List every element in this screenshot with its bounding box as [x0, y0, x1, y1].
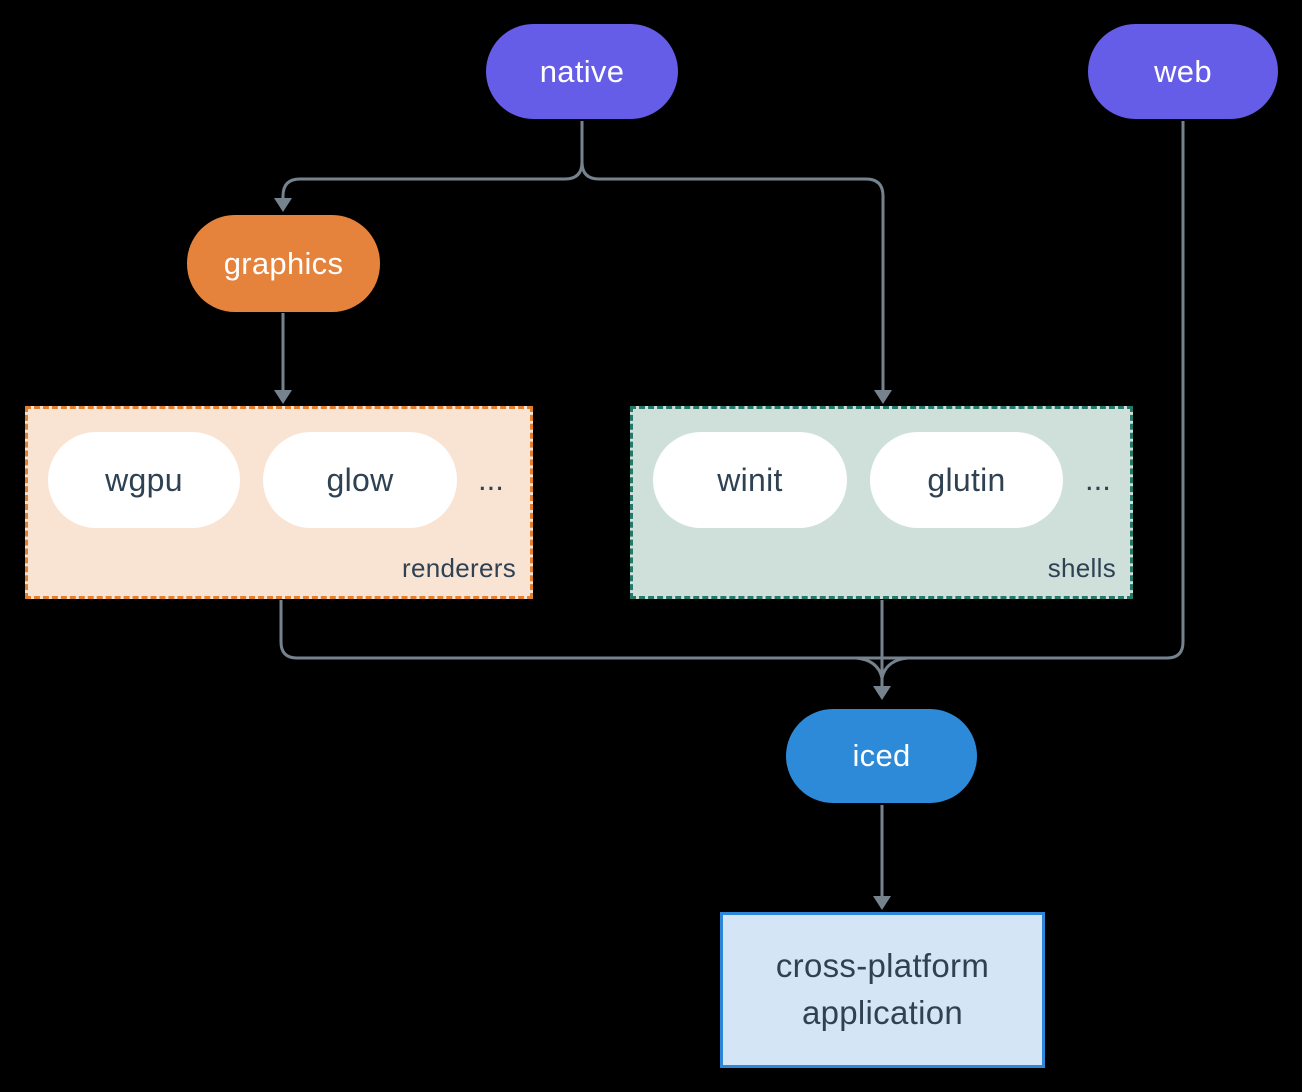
- node-winit: winit: [653, 432, 847, 528]
- edge-native-to-shells: [580, 121, 885, 391]
- connector-lines: [279, 121, 1185, 897]
- group-shells: winit glutin ... shells: [630, 406, 1133, 599]
- node-graphics-label: graphics: [223, 245, 344, 281]
- node-cross-platform-application: cross-platform application: [720, 912, 1045, 1068]
- arrowhead-into-renderers: [274, 390, 292, 404]
- node-native-label: native: [539, 53, 625, 89]
- node-glutin: glutin: [870, 432, 1063, 528]
- shells-group-label: shells: [1047, 553, 1116, 583]
- node-native: native: [486, 24, 678, 119]
- node-glow-label: glow: [326, 461, 394, 498]
- node-wgpu: wgpu: [48, 432, 240, 528]
- node-app-label: cross-platform application: [775, 947, 990, 1031]
- arrowhead-into-graphics: [274, 198, 292, 212]
- edge-bottom-rail-renderers-web: [279, 121, 1185, 660]
- edge-native-to-graphics: [281, 121, 584, 199]
- node-graphics: graphics: [187, 215, 380, 312]
- arrowhead-into-iced: [873, 686, 891, 700]
- node-winit-label: winit: [717, 461, 783, 498]
- node-web-label: web: [1154, 53, 1212, 89]
- renderers-ellipsis: ...: [478, 462, 504, 497]
- shells-ellipsis: ...: [1085, 462, 1111, 497]
- edge-merge-fillet-left: [855, 656, 884, 679]
- node-wgpu-label: wgpu: [105, 461, 183, 498]
- node-iced: iced: [786, 709, 977, 803]
- arrowhead-into-shells: [874, 390, 892, 404]
- renderers-group-label: renderers: [402, 553, 516, 583]
- node-web: web: [1088, 24, 1278, 119]
- arrowhead-into-app: [873, 896, 891, 910]
- node-iced-label: iced: [852, 738, 911, 773]
- node-glow: glow: [263, 432, 457, 528]
- arrowheads: [274, 198, 892, 910]
- edge-merge-fillet-right: [880, 656, 909, 679]
- group-renderers: wgpu glow ... renderers: [25, 406, 533, 599]
- node-glutin-label: glutin: [927, 461, 1006, 498]
